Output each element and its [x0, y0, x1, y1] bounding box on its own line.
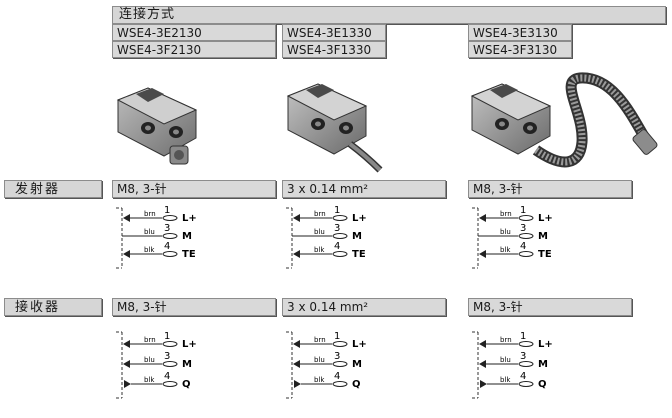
wiring-signal-label: M — [182, 359, 192, 370]
wiring-pin-label: 1 — [164, 331, 170, 342]
wiring-pin-label: 4 — [334, 241, 340, 252]
product-code-3b: WSE4-3F3130 — [468, 41, 572, 58]
wiring-wire-label: blu — [500, 228, 511, 236]
receiver-spec-3: M8, 3-针 — [468, 298, 632, 316]
sensor-plug-image — [116, 87, 198, 165]
receiver-wiring-1: brn 1 L+ blu 3 M blk 4 Q — [114, 330, 204, 400]
wiring-signal-label: M — [352, 231, 362, 242]
receiver-spec-2: 3 x 0.14 mm² — [282, 298, 446, 316]
wiring-wire-label: blu — [144, 228, 155, 236]
wiring-wire-label: blk — [314, 376, 325, 384]
wiring-signal-label: Q — [538, 379, 547, 390]
wiring-pin-label: 3 — [164, 351, 170, 362]
wiring-signal-label: TE — [538, 249, 552, 260]
emitter-spec-1: M8, 3-针 — [112, 180, 276, 198]
wiring-signal-label: M — [538, 231, 548, 242]
wiring-pin-label: 1 — [520, 206, 526, 216]
row-label-emitter: 发射器 — [4, 180, 102, 198]
wiring-signal-label: L+ — [182, 213, 197, 224]
wiring-wire-label: brn — [144, 210, 156, 218]
wiring-signal-label: M — [352, 359, 362, 370]
wiring-wire-label: brn — [500, 336, 512, 344]
emitter-wiring-1: brn 1 L+ blu 3 M blk 4 TE — [114, 205, 204, 276]
connection-type-header: 连接方式 — [112, 6, 666, 24]
wiring-pin-label: 4 — [520, 241, 526, 252]
wiring-wire-label: brn — [144, 336, 156, 344]
wiring-pin-label: 3 — [520, 351, 526, 362]
receiver-wiring-2: brn 1 L+ blu 3 M blk 4 Q — [284, 330, 374, 400]
wiring-wire-label: blk — [144, 246, 155, 254]
wiring-wire-label: blk — [144, 376, 155, 384]
wiring-signal-label: TE — [352, 249, 366, 260]
wiring-wire-label: blu — [144, 356, 155, 364]
wiring-signal-label: TE — [182, 249, 196, 260]
wiring-wire-label: blk — [500, 376, 511, 384]
wiring-signal-label: L+ — [352, 339, 367, 350]
row-label-receiver: 接收器 — [4, 298, 102, 316]
wiring-wire-label: blu — [500, 356, 511, 364]
wiring-pin-label: 1 — [520, 331, 526, 342]
wiring-pin-label: 3 — [334, 351, 340, 362]
wiring-wire-label: blk — [314, 246, 325, 254]
wiring-pin-label: 4 — [164, 241, 170, 252]
sensor-cable-image — [286, 83, 383, 173]
receiver-wiring-3: brn 1 L+ blu 3 M blk 4 Q — [470, 330, 560, 400]
emitter-spec-2: 3 x 0.14 mm² — [282, 180, 446, 198]
wiring-pin-label: 1 — [334, 331, 340, 342]
wiring-pin-label: 3 — [164, 223, 170, 234]
wiring-signal-label: L+ — [182, 339, 197, 350]
wiring-signal-label: L+ — [538, 213, 553, 224]
wiring-signal-label: L+ — [352, 213, 367, 224]
product-code-2a: WSE4-3E1330 — [282, 24, 386, 41]
wiring-pin-label: 4 — [334, 371, 340, 382]
emitter-wiring-2: brn 1 L+ blu 3 M blk 4 TE — [284, 205, 374, 276]
wiring-signal-label: M — [538, 359, 548, 370]
emitter-wiring-3: brn 1 L+ blu 3 M blk 4 TE — [470, 205, 560, 276]
product-code-1a: WSE4-3E2130 — [112, 24, 276, 41]
receiver-spec-1: M8, 3-针 — [112, 298, 276, 316]
wiring-wire-label: brn — [500, 210, 512, 218]
wiring-wire-label: blk — [500, 246, 511, 254]
emitter-spec-3: M8, 3-针 — [468, 180, 632, 198]
wiring-pin-label: 3 — [334, 223, 340, 234]
wiring-wire-label: brn — [314, 336, 326, 344]
product-code-2b: WSE4-3F1330 — [282, 41, 386, 58]
wiring-signal-label: Q — [352, 379, 361, 390]
wiring-wire-label: brn — [314, 210, 326, 218]
wiring-signal-label: Q — [182, 379, 191, 390]
wiring-signal-label: L+ — [538, 339, 553, 350]
wiring-signal-label: M — [182, 231, 192, 242]
wiring-pin-label: 1 — [164, 206, 170, 216]
sensor-pigtail-image — [470, 72, 658, 168]
product-code-3a: WSE4-3E3130 — [468, 24, 572, 41]
wiring-pin-label: 4 — [164, 371, 170, 382]
wiring-wire-label: blu — [314, 356, 325, 364]
wiring-wire-label: blu — [314, 228, 325, 236]
wiring-pin-label: 4 — [520, 371, 526, 382]
wiring-pin-label: 1 — [334, 206, 340, 216]
wiring-pin-label: 3 — [520, 223, 526, 234]
product-code-1b: WSE4-3F2130 — [112, 41, 276, 58]
